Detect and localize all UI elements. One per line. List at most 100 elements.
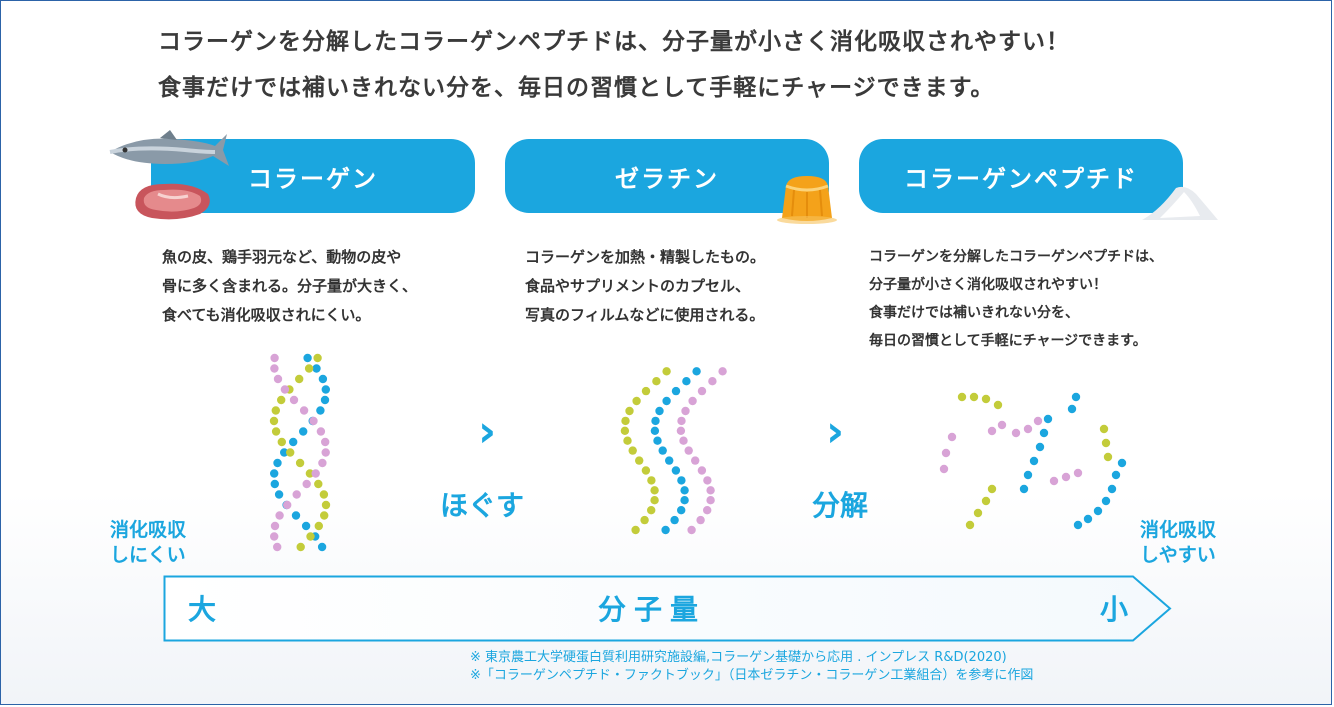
molecule-dot (1101, 438, 1111, 448)
digestion-easy-label: 消化吸収 しやすい (1140, 518, 1216, 568)
molecule-dot (1101, 496, 1111, 506)
molecule-dot (658, 446, 667, 455)
description-line: コラーゲンを分解したコラーゲンペプチドは、 (869, 249, 1163, 265)
molecule-dot (981, 394, 991, 404)
molecule-dot (1111, 470, 1121, 480)
digestion-line: しにくい (110, 544, 186, 566)
molecule-dot (289, 395, 299, 405)
molecule-dot (299, 406, 309, 415)
molecule-dot (687, 525, 696, 535)
molecule-dot (973, 508, 983, 518)
molecule-dot (655, 406, 664, 416)
molecule-dot (317, 542, 327, 552)
molecule-dot (680, 496, 689, 505)
molecule-dot (314, 479, 323, 489)
description-line: 魚の皮、鶏手羽元など、動物の皮や (162, 248, 402, 266)
molecule-dot (647, 476, 656, 485)
molecule-dot (653, 436, 662, 445)
fish-icon (109, 130, 229, 166)
molecule-dot (1093, 506, 1103, 516)
molecule-dot (1103, 452, 1113, 462)
molecule-dot (684, 446, 693, 455)
molecule-dot (270, 364, 279, 373)
unwound-chains-molecule (620, 367, 727, 535)
molecule-dot (632, 396, 641, 406)
source-note: ※「コラーゲンペプチド・ファクトブック」（日本ゼラチン・コラーゲン工業組合）を参… (470, 668, 1034, 683)
molecule-dot (625, 406, 634, 416)
molecule-dot (314, 521, 323, 531)
molecule-dot (1099, 424, 1109, 434)
molecule-dot (311, 469, 320, 478)
molecule-dot (1011, 428, 1021, 438)
molecule-dot (321, 500, 331, 510)
molecule-dot (295, 458, 305, 468)
molecule-dot (270, 353, 279, 363)
molecule-dot (271, 406, 280, 415)
description-line: コラーゲンを加熱・精製したもの。 (525, 248, 766, 266)
headline-line-2: 食事だけでは補いきれない分を、毎日の習慣として手軽にチャージできます。 (158, 75, 995, 101)
molecule-dot (677, 476, 686, 485)
molecule-dot (680, 486, 689, 495)
description-collagen: 魚の皮、鶏手羽元など、動物の皮や 骨に多く含まれる。分子量が大きく、 食べても消… (162, 243, 417, 330)
process-label-decompose: 分解 (812, 489, 869, 522)
molecule-dot (623, 436, 632, 445)
molecule-dot (306, 532, 315, 541)
molecule-dot (939, 464, 949, 474)
molecule-dot (665, 456, 674, 465)
molecule-dot (620, 426, 630, 435)
molecule-dot (981, 496, 991, 506)
molecule-dot (941, 448, 951, 458)
molecule-dot (661, 525, 670, 535)
headline-line-1: コラーゲンを分解したコラーゲンペプチドは、分子量が小さく消化吸収されやすい！ (158, 29, 1070, 55)
molecule-dot (274, 490, 284, 499)
molecule-dot (677, 416, 686, 426)
molecule-dot (697, 386, 707, 396)
molecule-dot (987, 426, 997, 436)
molecule-dot (640, 515, 649, 525)
description-gelatin: コラーゲンを加熱・精製したもの。 食品やサプリメントのカプセル、 写真のフィルム… (525, 243, 765, 330)
chevron-right-icon: › (478, 406, 497, 457)
molecule-dot (682, 377, 691, 386)
molecule-dot (703, 476, 712, 485)
molecule-dot (679, 436, 688, 445)
description-line: 食品やサプリメントのカプセル、 (525, 277, 751, 295)
molecule-dot (299, 427, 308, 436)
molecule-dot (286, 448, 295, 457)
molecule-dot (318, 374, 328, 384)
molecule-dot (1049, 476, 1059, 486)
molecule-dot (1033, 416, 1043, 426)
molecule-dot (316, 427, 326, 436)
molecular-weight-small: 小 (1100, 593, 1129, 626)
molecule-dot (313, 353, 322, 363)
molecule-dot (671, 466, 681, 475)
molecule-dot (641, 386, 651, 396)
molecule-dot (1073, 468, 1083, 478)
molecule-dot (270, 532, 279, 541)
molecule-dot (1071, 392, 1081, 402)
molecule-dot (688, 396, 697, 406)
molecule-dot (302, 479, 311, 489)
peptide-fragments-molecule (939, 392, 1127, 530)
molecule-dot (997, 420, 1007, 430)
molecule-dot (1039, 428, 1049, 438)
molecule-dot (662, 367, 671, 376)
molecule-dot (662, 396, 671, 406)
molecule-dot (320, 395, 330, 405)
molecule-dot (1043, 414, 1053, 424)
molecule-dot (321, 437, 330, 447)
digestion-line: しやすい (1140, 544, 1216, 566)
molecule-dot (275, 511, 284, 520)
molecule-dot (283, 500, 292, 510)
molecule-dot (652, 377, 661, 386)
stage-title-gelatin: ゼラチン (505, 139, 829, 213)
molecule-dot (706, 496, 715, 505)
molecule-dot (316, 406, 325, 415)
molecule-dot (691, 456, 700, 465)
molecule-dot (650, 496, 659, 505)
description-line: 分子量が小さく消化吸収されやすい！ (869, 277, 1107, 293)
molecule-dot (321, 448, 330, 457)
molecular-weight-label: 分子量 (598, 593, 707, 626)
molecule-dot (708, 377, 717, 386)
molecule-dot (271, 427, 281, 436)
molecule-dot (706, 486, 715, 495)
